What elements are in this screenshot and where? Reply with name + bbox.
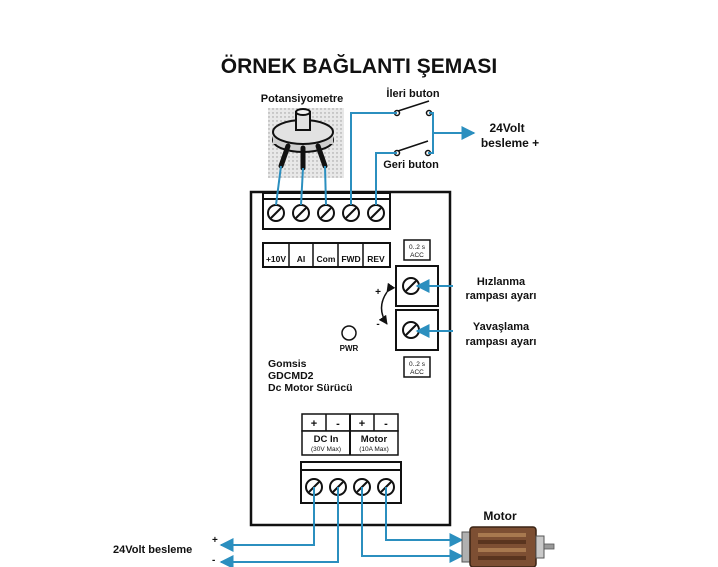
supply-bottom-plus: + [212,535,218,546]
terminal-label-ai: AI [297,254,306,264]
pwr-label: PWR [340,344,359,353]
accel-label-line2: rampası ayarı [466,290,537,302]
reverse-button-switch [393,140,432,157]
model-text: GDCMD2 [268,370,314,382]
potentiometer-label: Potansiyometre [261,93,344,105]
supply-bottom-label: 24Volt besleme [113,544,192,556]
dc-in-label: DC In [314,434,339,445]
bottom-terminal-labels [301,413,399,456]
supply-top-line1: 24Volt [489,121,524,135]
acc-box-bottom-value: 0..2 s [409,361,426,368]
bottom-sign-1: + [311,418,317,430]
bottom-sign-2: - [336,418,340,430]
acc-box-bottom-label: ACC [410,369,424,376]
decel-label-line2: rampası ayarı [466,336,537,348]
potentiometer-icon [268,108,344,178]
motor-icon [461,526,555,567]
terminal-label-fwd: FWD [341,254,360,264]
forward-button-switch [393,100,433,117]
supply-bottom-minus: - [212,555,215,566]
motor-terminal-label: Motor [361,434,388,445]
forward-button-label: İleri buton [386,87,439,100]
supply-top-line2: besleme + [481,136,539,150]
bottom-sign-4: - [384,418,388,430]
terminal-label-10v: +10V [266,254,286,264]
pwr-led-icon [341,325,357,341]
terminal-label-rev: REV [367,254,385,264]
bottom-sign-3: + [359,418,365,430]
motor-terminal-sub-label: (10A Max) [359,446,389,453]
acc-box-bottom [403,356,431,378]
adjust-minus: - [376,319,379,330]
desc-text: Dc Motor Sürücü [268,382,353,394]
dc-in-sub-label: (30V Max) [311,446,341,453]
wires [219,112,476,567]
accel-label-line1: Hızlanma [477,276,526,288]
reverse-button-label: Geri buton [383,159,439,171]
adjust-arrow-icon [378,282,396,325]
acc-box-top-label: ACC [410,252,424,259]
acc-box-top [403,239,431,261]
adjust-plus: + [375,287,381,298]
motor-label: Motor [483,509,517,523]
decel-label-line1: Yavaşlama [473,321,530,333]
acc-box-top-value: 0..2 s [409,244,426,251]
page-title: ÖRNEK BAĞLANTI ŞEMASI [221,54,498,78]
brand-text: Gomsis [268,358,307,370]
terminal-label-com: Com [317,254,336,264]
